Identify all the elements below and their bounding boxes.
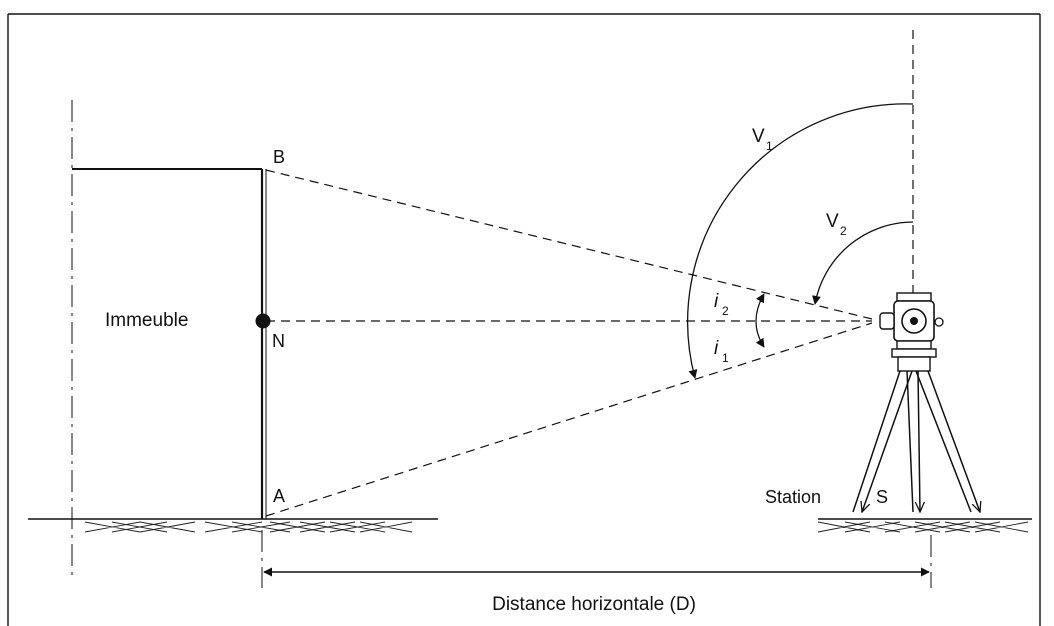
angle-i2-subscript: 2 [722,304,729,318]
angle-v2-arc [812,221,914,305]
angle-i-arc [755,293,765,348]
sight-lines [265,169,873,517]
angle-v1-subscript: 1 [766,139,773,153]
angle-v2-label: V [826,211,839,232]
horizontal-distance-label: Distance horizontale (D) [492,594,696,615]
ground-right [817,518,1032,533]
angle-v2-subscript: 2 [840,224,847,238]
ground-left [28,518,438,533]
figure-frame [7,13,1041,626]
theodolite-icon [879,292,944,372]
tripod-icon [853,370,980,512]
point-a-label: A [273,486,285,506]
angle-i1-label: i [714,338,719,359]
angle-v1-label: V [752,126,765,147]
building-label: Immeuble [105,310,188,331]
station-s-label: S [876,487,888,507]
angle-v1-arc [687,103,914,379]
angle-i2-label: i [714,291,719,312]
angle-i1-subscript: 1 [722,351,729,365]
building [71,100,267,588]
point-b-label: B [273,147,285,167]
station-label: Station [765,487,821,507]
point-n-marker [255,313,271,329]
point-n-label: N [272,331,285,351]
